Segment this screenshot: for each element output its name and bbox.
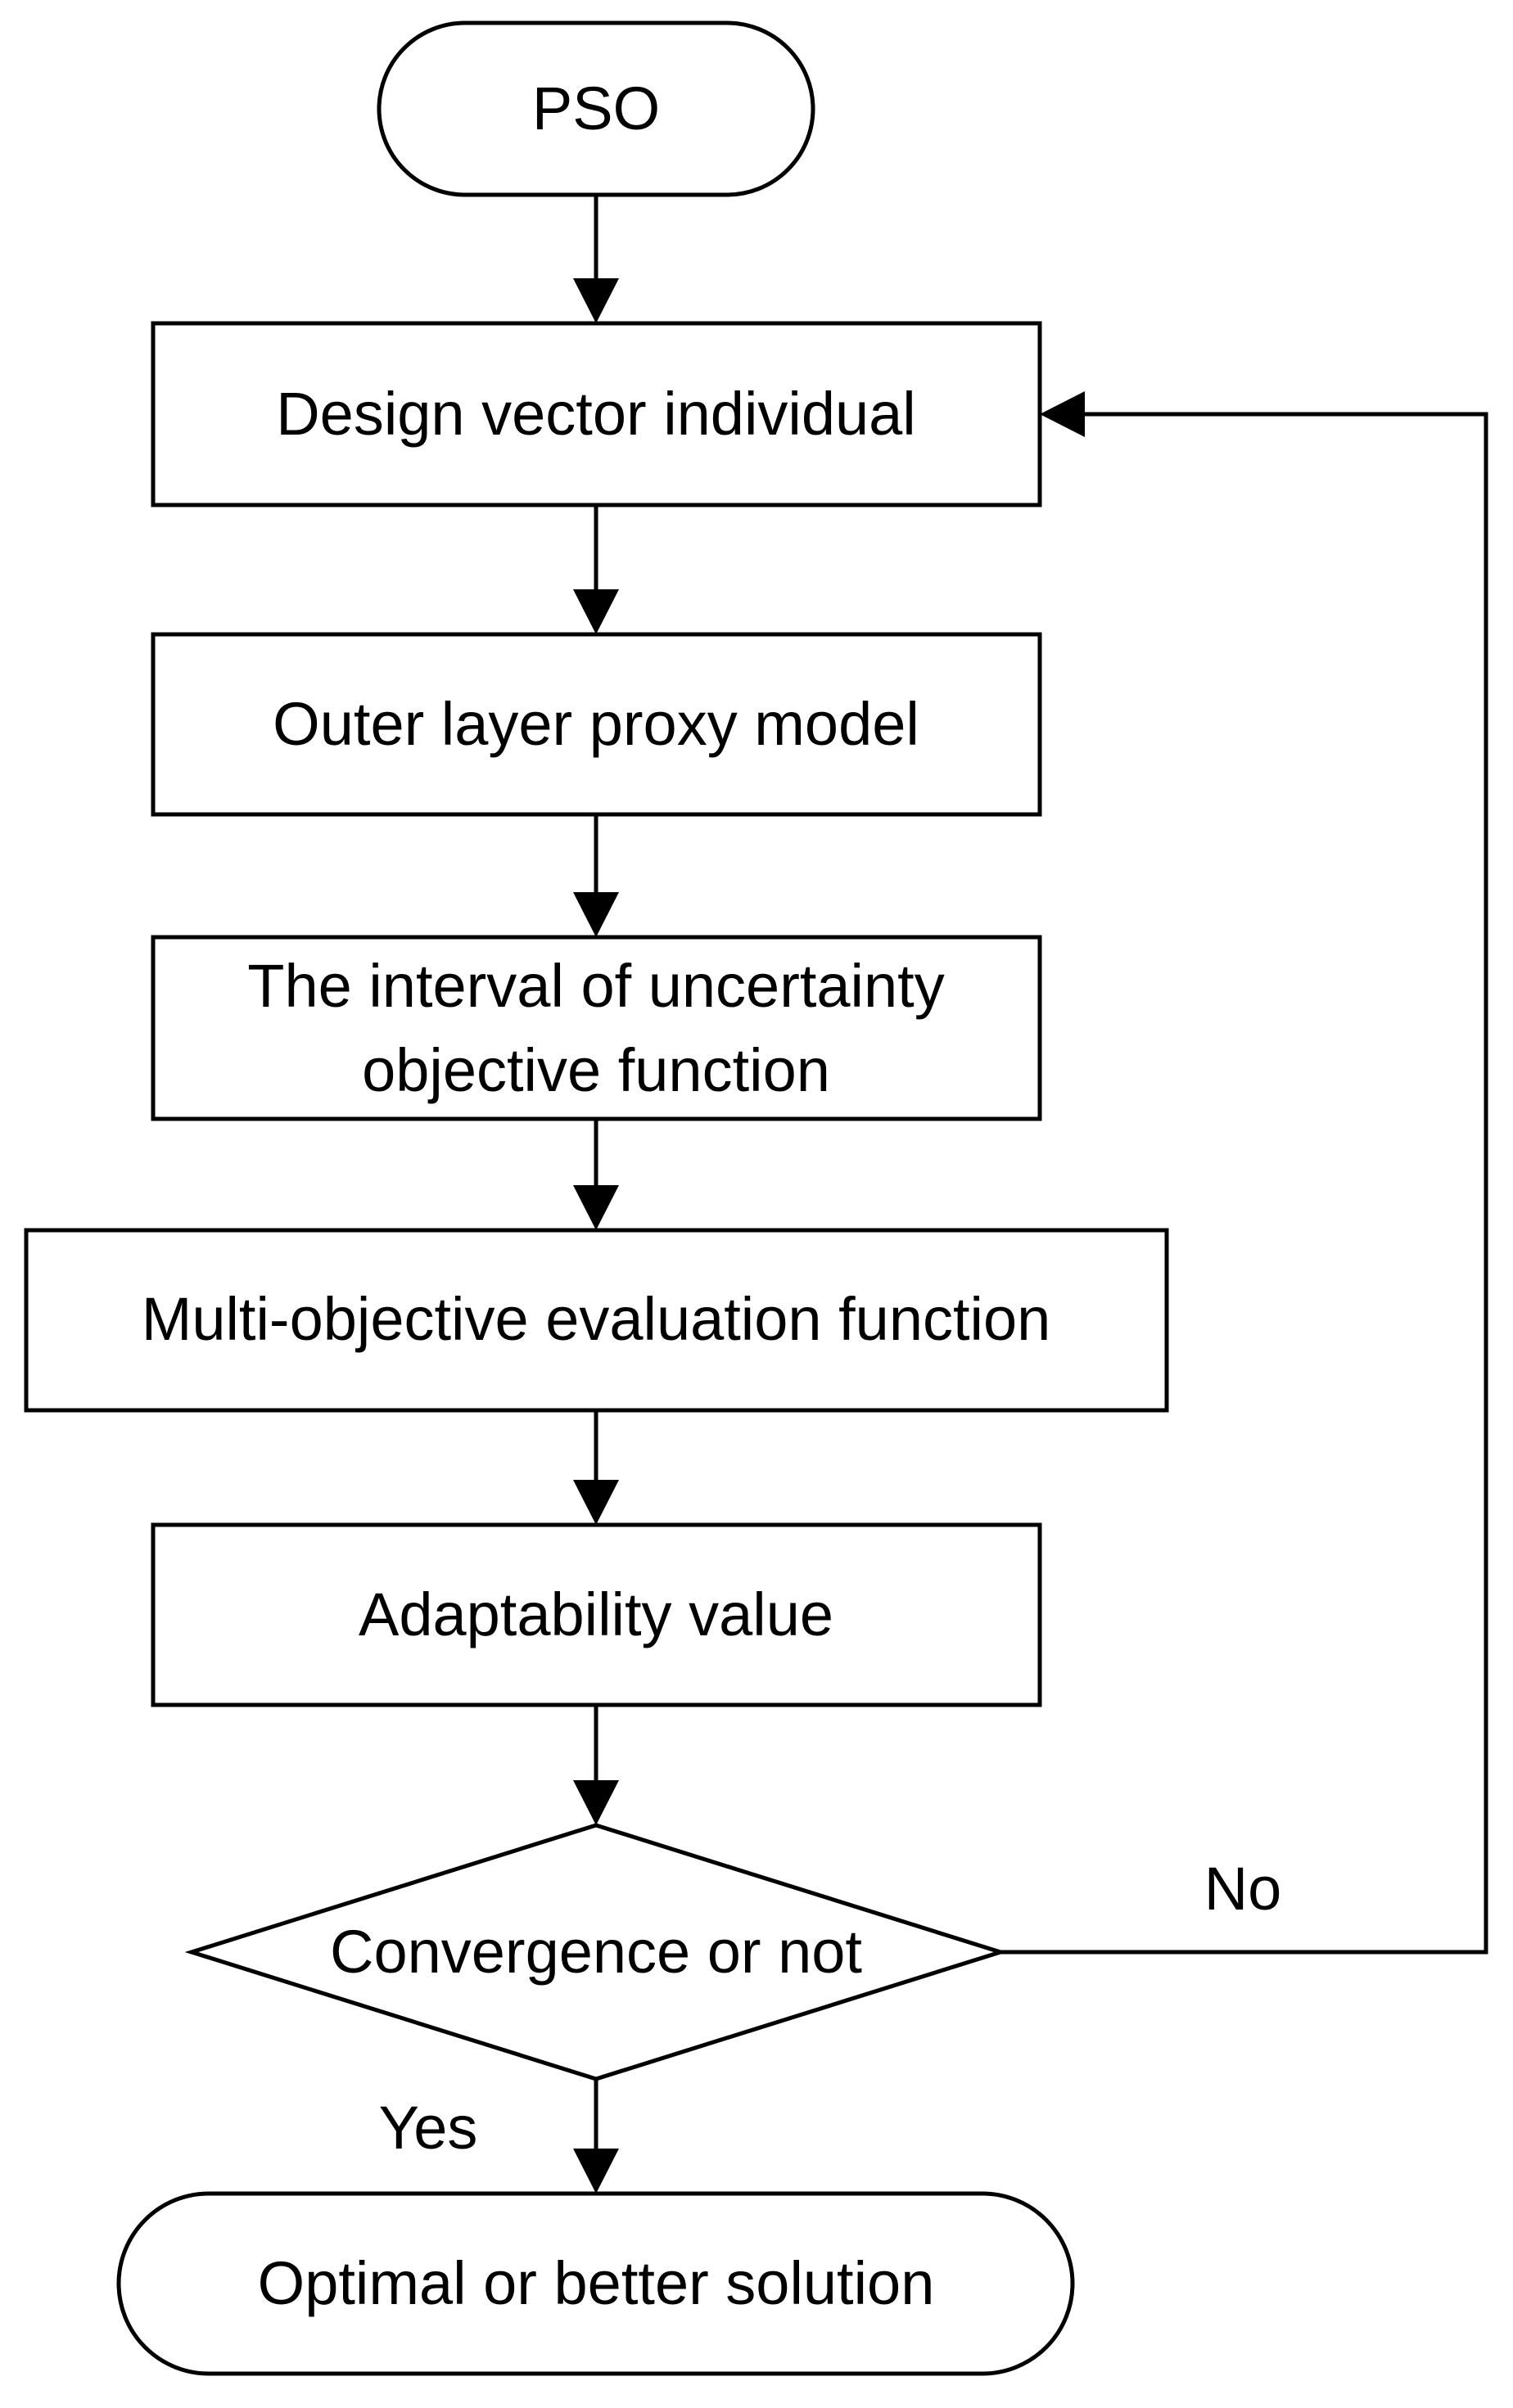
node-interval-objective-shape <box>151 935 1042 1121</box>
node-optimal-solution-label: Optimal or better solution <box>258 2249 935 2317</box>
edge-interval-to-multi <box>573 1119 619 1230</box>
node-interval-objective-line1: The interval of uncertainty <box>247 952 944 1020</box>
edge-interval-to-multi-arrowhead <box>573 1185 619 1230</box>
edge-design-to-outer-arrowhead <box>573 589 619 634</box>
edge-adapt-to-converge <box>573 1705 619 1825</box>
node-design-vector-shape <box>151 321 1042 507</box>
edge-adapt-to-converge-arrowhead <box>573 1780 619 1825</box>
node-adaptability-label: Adaptability value <box>359 1581 833 1648</box>
node-pso: PSO <box>377 20 815 197</box>
edge-no-loop: No <box>1000 391 1488 1955</box>
edge-multi-to-adapt <box>573 1410 619 1525</box>
edge-yes-label: Yes <box>379 2094 478 2162</box>
edge-no-loop-line <box>1000 412 1488 1955</box>
node-optimal-solution: Optimal or better solution <box>116 2191 1075 2376</box>
node-adaptability: Adaptability value <box>151 1522 1042 1707</box>
node-multi-objective-shape <box>24 1228 1169 1413</box>
edge-no-loop-arrowhead <box>1040 391 1085 437</box>
edge-outer-to-interval-arrowhead <box>573 892 619 937</box>
edge-pso-to-design-arrowhead <box>573 278 619 323</box>
edge-outer-to-interval <box>573 814 619 937</box>
node-convergence-decision-label: Convergence or not <box>330 1918 862 1986</box>
node-multi-objective: Multi-objective evaluation function <box>24 1228 1169 1413</box>
node-design-vector: Design vector individual <box>151 321 1042 507</box>
node-outer-layer-label: Outer layer proxy model <box>273 690 919 758</box>
node-adaptability-shape <box>151 1522 1042 1707</box>
edge-pso-to-design <box>573 195 619 323</box>
edge-yes: Yes <box>379 2079 619 2194</box>
edge-design-to-outer <box>573 505 619 634</box>
node-optimal-solution-shape <box>116 2191 1075 2376</box>
edge-no-label: No <box>1204 1855 1282 1923</box>
node-convergence-decision: Convergence or not <box>184 1823 1008 2081</box>
node-outer-layer: Outer layer proxy model <box>151 632 1042 817</box>
node-pso-label: PSO <box>532 74 660 142</box>
node-design-vector-label: Design vector individual <box>276 380 916 448</box>
edge-yes-arrowhead <box>573 2149 619 2194</box>
node-interval-objective: The interval of uncertainty objective fu… <box>151 935 1042 1121</box>
node-interval-objective-line2: objective function <box>362 1036 830 1104</box>
node-multi-objective-label: Multi-objective evaluation function <box>142 1285 1051 1353</box>
edge-multi-to-adapt-arrowhead <box>573 1480 619 1525</box>
